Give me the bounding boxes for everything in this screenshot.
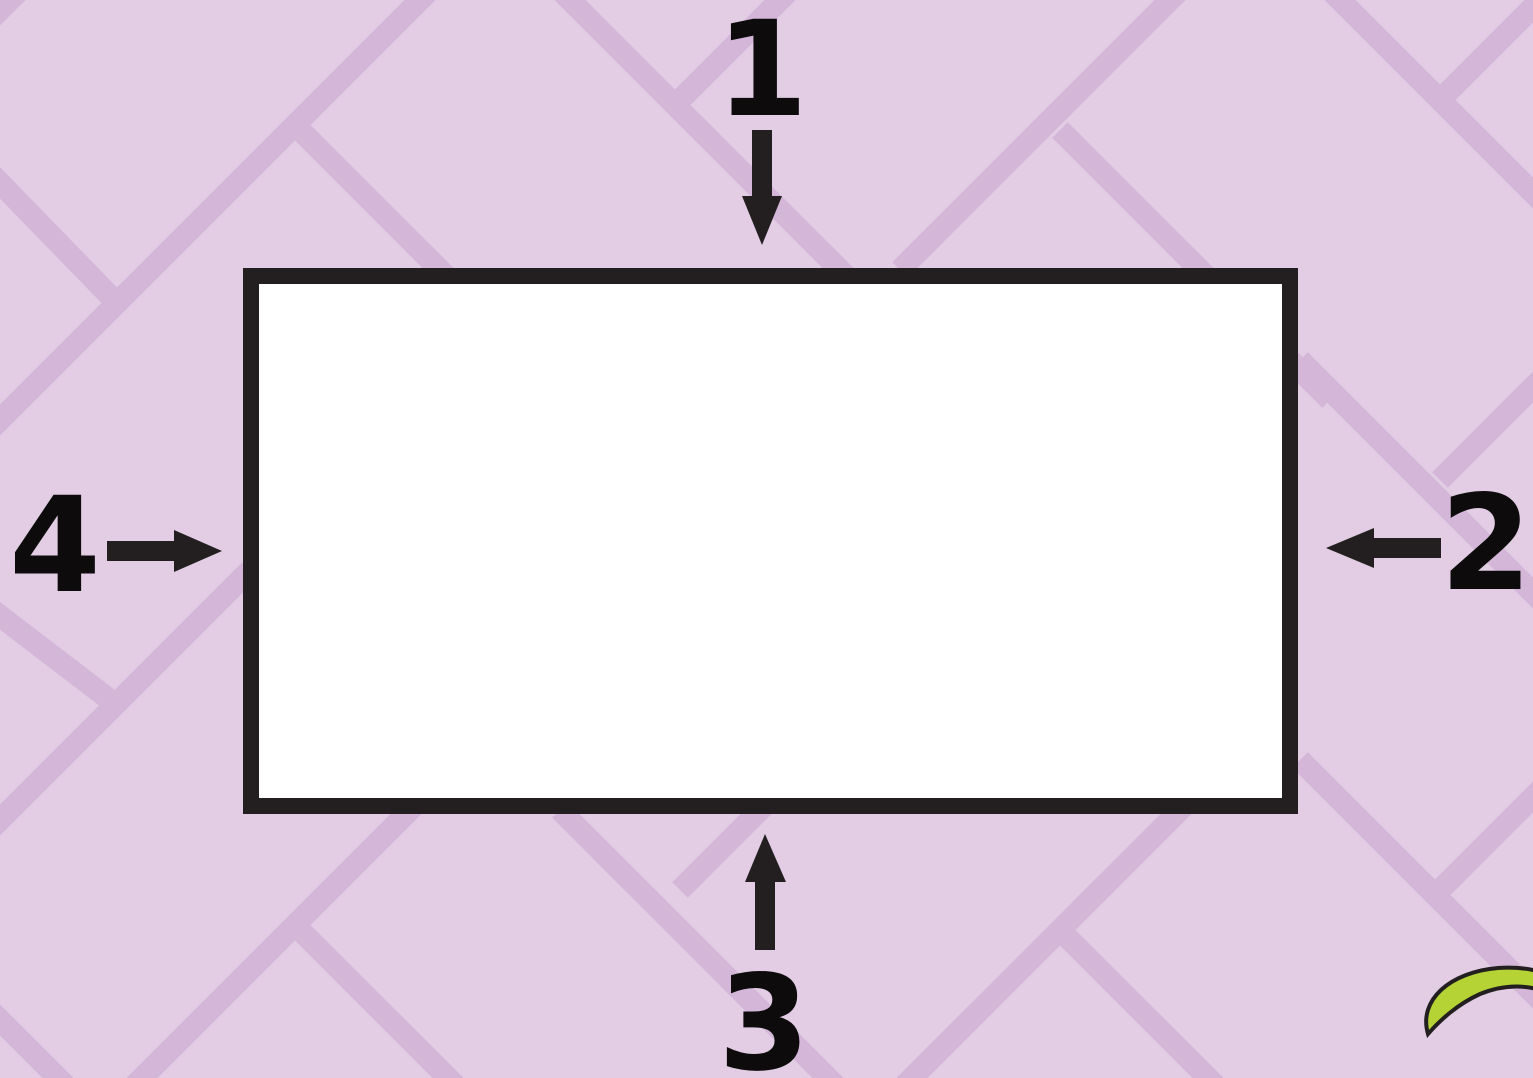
arrow-bottom-up bbox=[745, 834, 786, 950]
central-rectangle bbox=[251, 276, 1290, 806]
side-label-left: 4 bbox=[0, 480, 110, 612]
side-label-top: 1 bbox=[712, 4, 812, 136]
side-label-bottom: 3 bbox=[714, 958, 814, 1078]
logo-swoosh bbox=[1426, 968, 1533, 1034]
side-label-right: 2 bbox=[1436, 478, 1533, 610]
arrow-right-left bbox=[1326, 528, 1441, 568]
arrow-left-right bbox=[107, 530, 222, 572]
